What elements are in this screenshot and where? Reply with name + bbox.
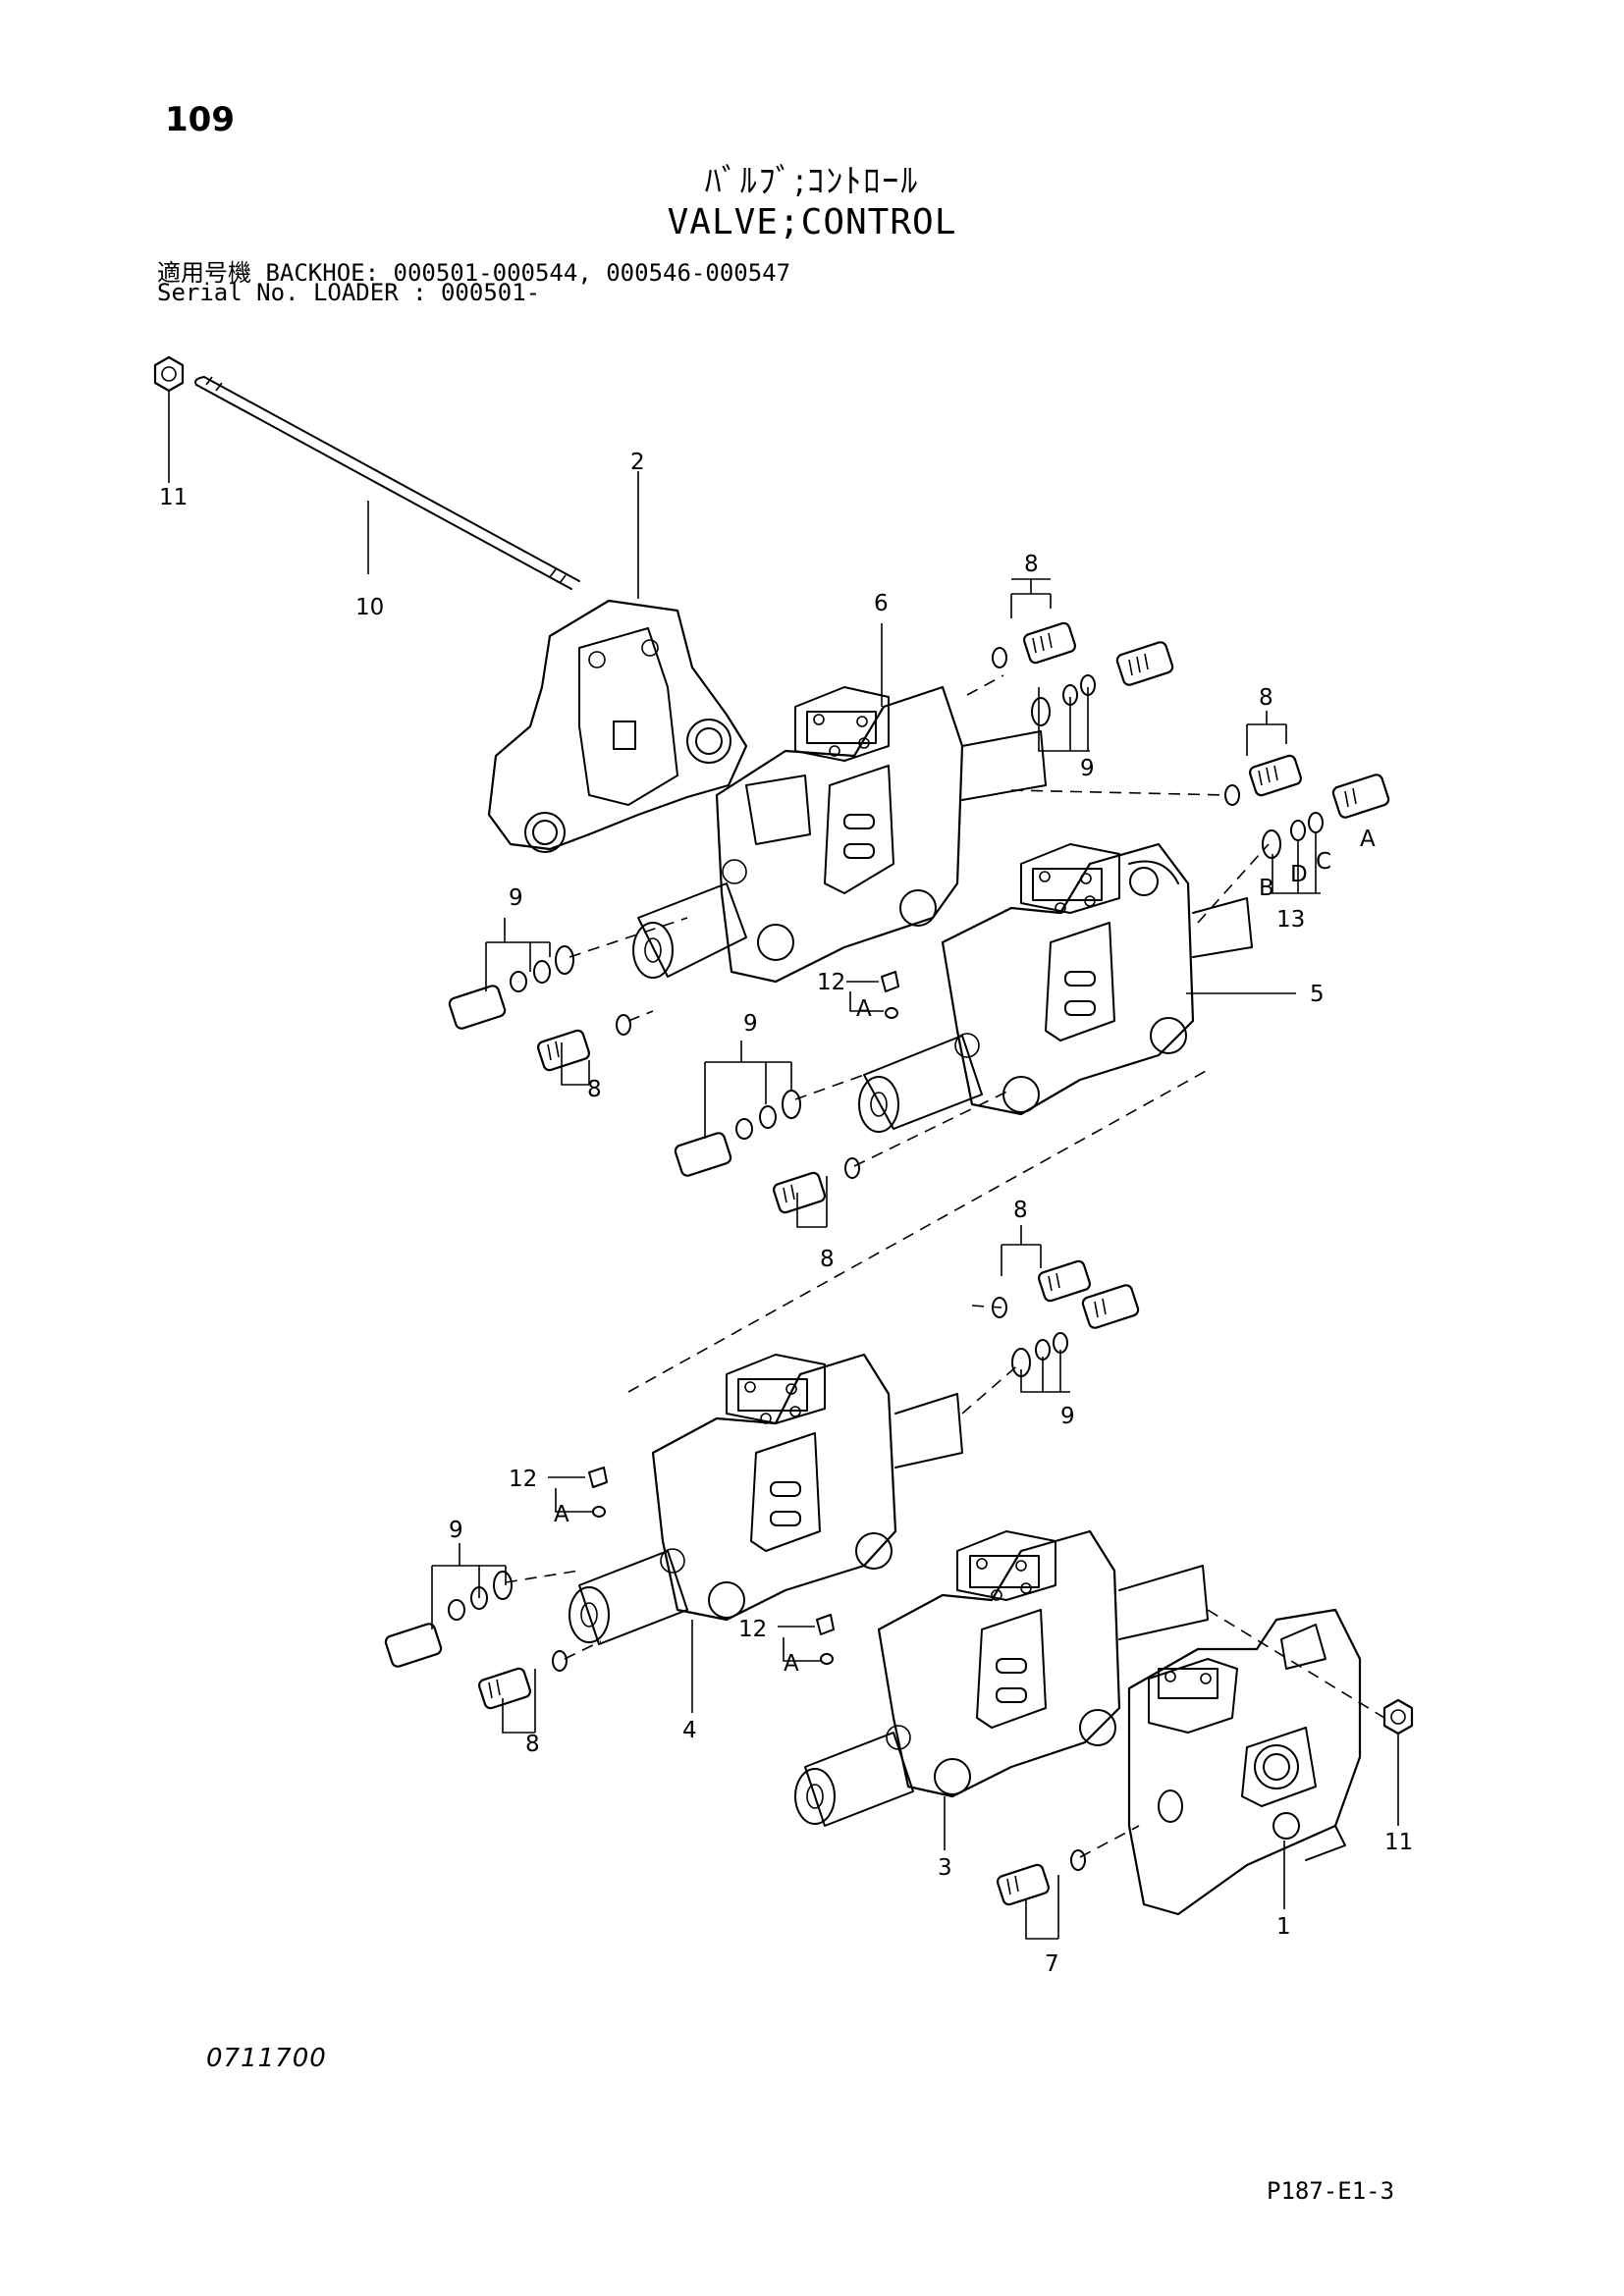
end-cover-plate (487, 599, 748, 853)
leader-lines (168, 391, 1399, 1940)
serial-applicability-line: 適用号機 BACKHOE: 000501-000544, 000546-0005… (157, 259, 791, 287)
callout-8: 8 (1259, 685, 1273, 711)
callout-B: B (1259, 876, 1274, 901)
callout-1: 1 (1276, 1914, 1291, 1940)
callout-12: 12 (738, 1617, 767, 1642)
callout-A: A (1360, 827, 1376, 852)
callout-4: 4 (682, 1718, 697, 1743)
callout-9: 9 (449, 1518, 463, 1543)
callout-D: D (1290, 862, 1308, 887)
valve-section-3 (794, 1529, 1209, 1827)
title-english: VALVE;CONTROL (667, 202, 957, 242)
relief-valves (384, 621, 1390, 1906)
callout-2: 2 (630, 450, 645, 475)
title-japanese: ﾊﾞﾙﾌﾞ;ｺﾝﾄﾛｰﾙ (704, 162, 920, 201)
callout-9: 9 (743, 1011, 758, 1037)
callout-8: 8 (1013, 1198, 1028, 1223)
drawing-number: 0711700 (206, 2044, 327, 2073)
callout-A: A (554, 1502, 569, 1527)
serial-number-line: Serial No. LOADER : 000501- (157, 279, 541, 306)
callout-9: 9 (509, 885, 523, 911)
callout-A: A (784, 1651, 799, 1677)
callout-8: 8 (820, 1247, 835, 1272)
inlet-section-1 (1127, 1608, 1414, 1916)
callout-9: 9 (1080, 756, 1095, 781)
valve-section-4 (568, 1353, 963, 1645)
callout-13: 13 (1276, 907, 1305, 933)
valve-section-6 (632, 685, 1047, 984)
callout-labels: 11 10 2 6 8 9 8 A B D C 13 9 5 12 A 9 8 … (159, 450, 1413, 1977)
assembly-lines (505, 674, 1385, 1858)
callout-11: 11 (1384, 1830, 1413, 1855)
page-code: P187-E1-3 (1267, 2177, 1395, 2205)
callout-6: 6 (874, 591, 889, 616)
tie-rod (153, 355, 580, 590)
valve-section-5 (858, 842, 1253, 1133)
callout-8: 8 (525, 1732, 540, 1757)
callout-12: 12 (817, 970, 845, 995)
callout-10: 10 (355, 595, 384, 620)
callout-A: A (856, 996, 872, 1022)
callout-C: C (1316, 849, 1331, 875)
page-number: 109 (165, 100, 235, 139)
callout-12: 12 (509, 1467, 537, 1492)
callout-3: 3 (938, 1855, 952, 1881)
callout-5: 5 (1310, 982, 1325, 1007)
callout-7: 7 (1045, 1951, 1059, 1977)
callout-8: 8 (1024, 552, 1039, 577)
callout-11: 11 (159, 485, 188, 510)
callout-9: 9 (1060, 1404, 1075, 1429)
callout-8: 8 (587, 1077, 602, 1102)
